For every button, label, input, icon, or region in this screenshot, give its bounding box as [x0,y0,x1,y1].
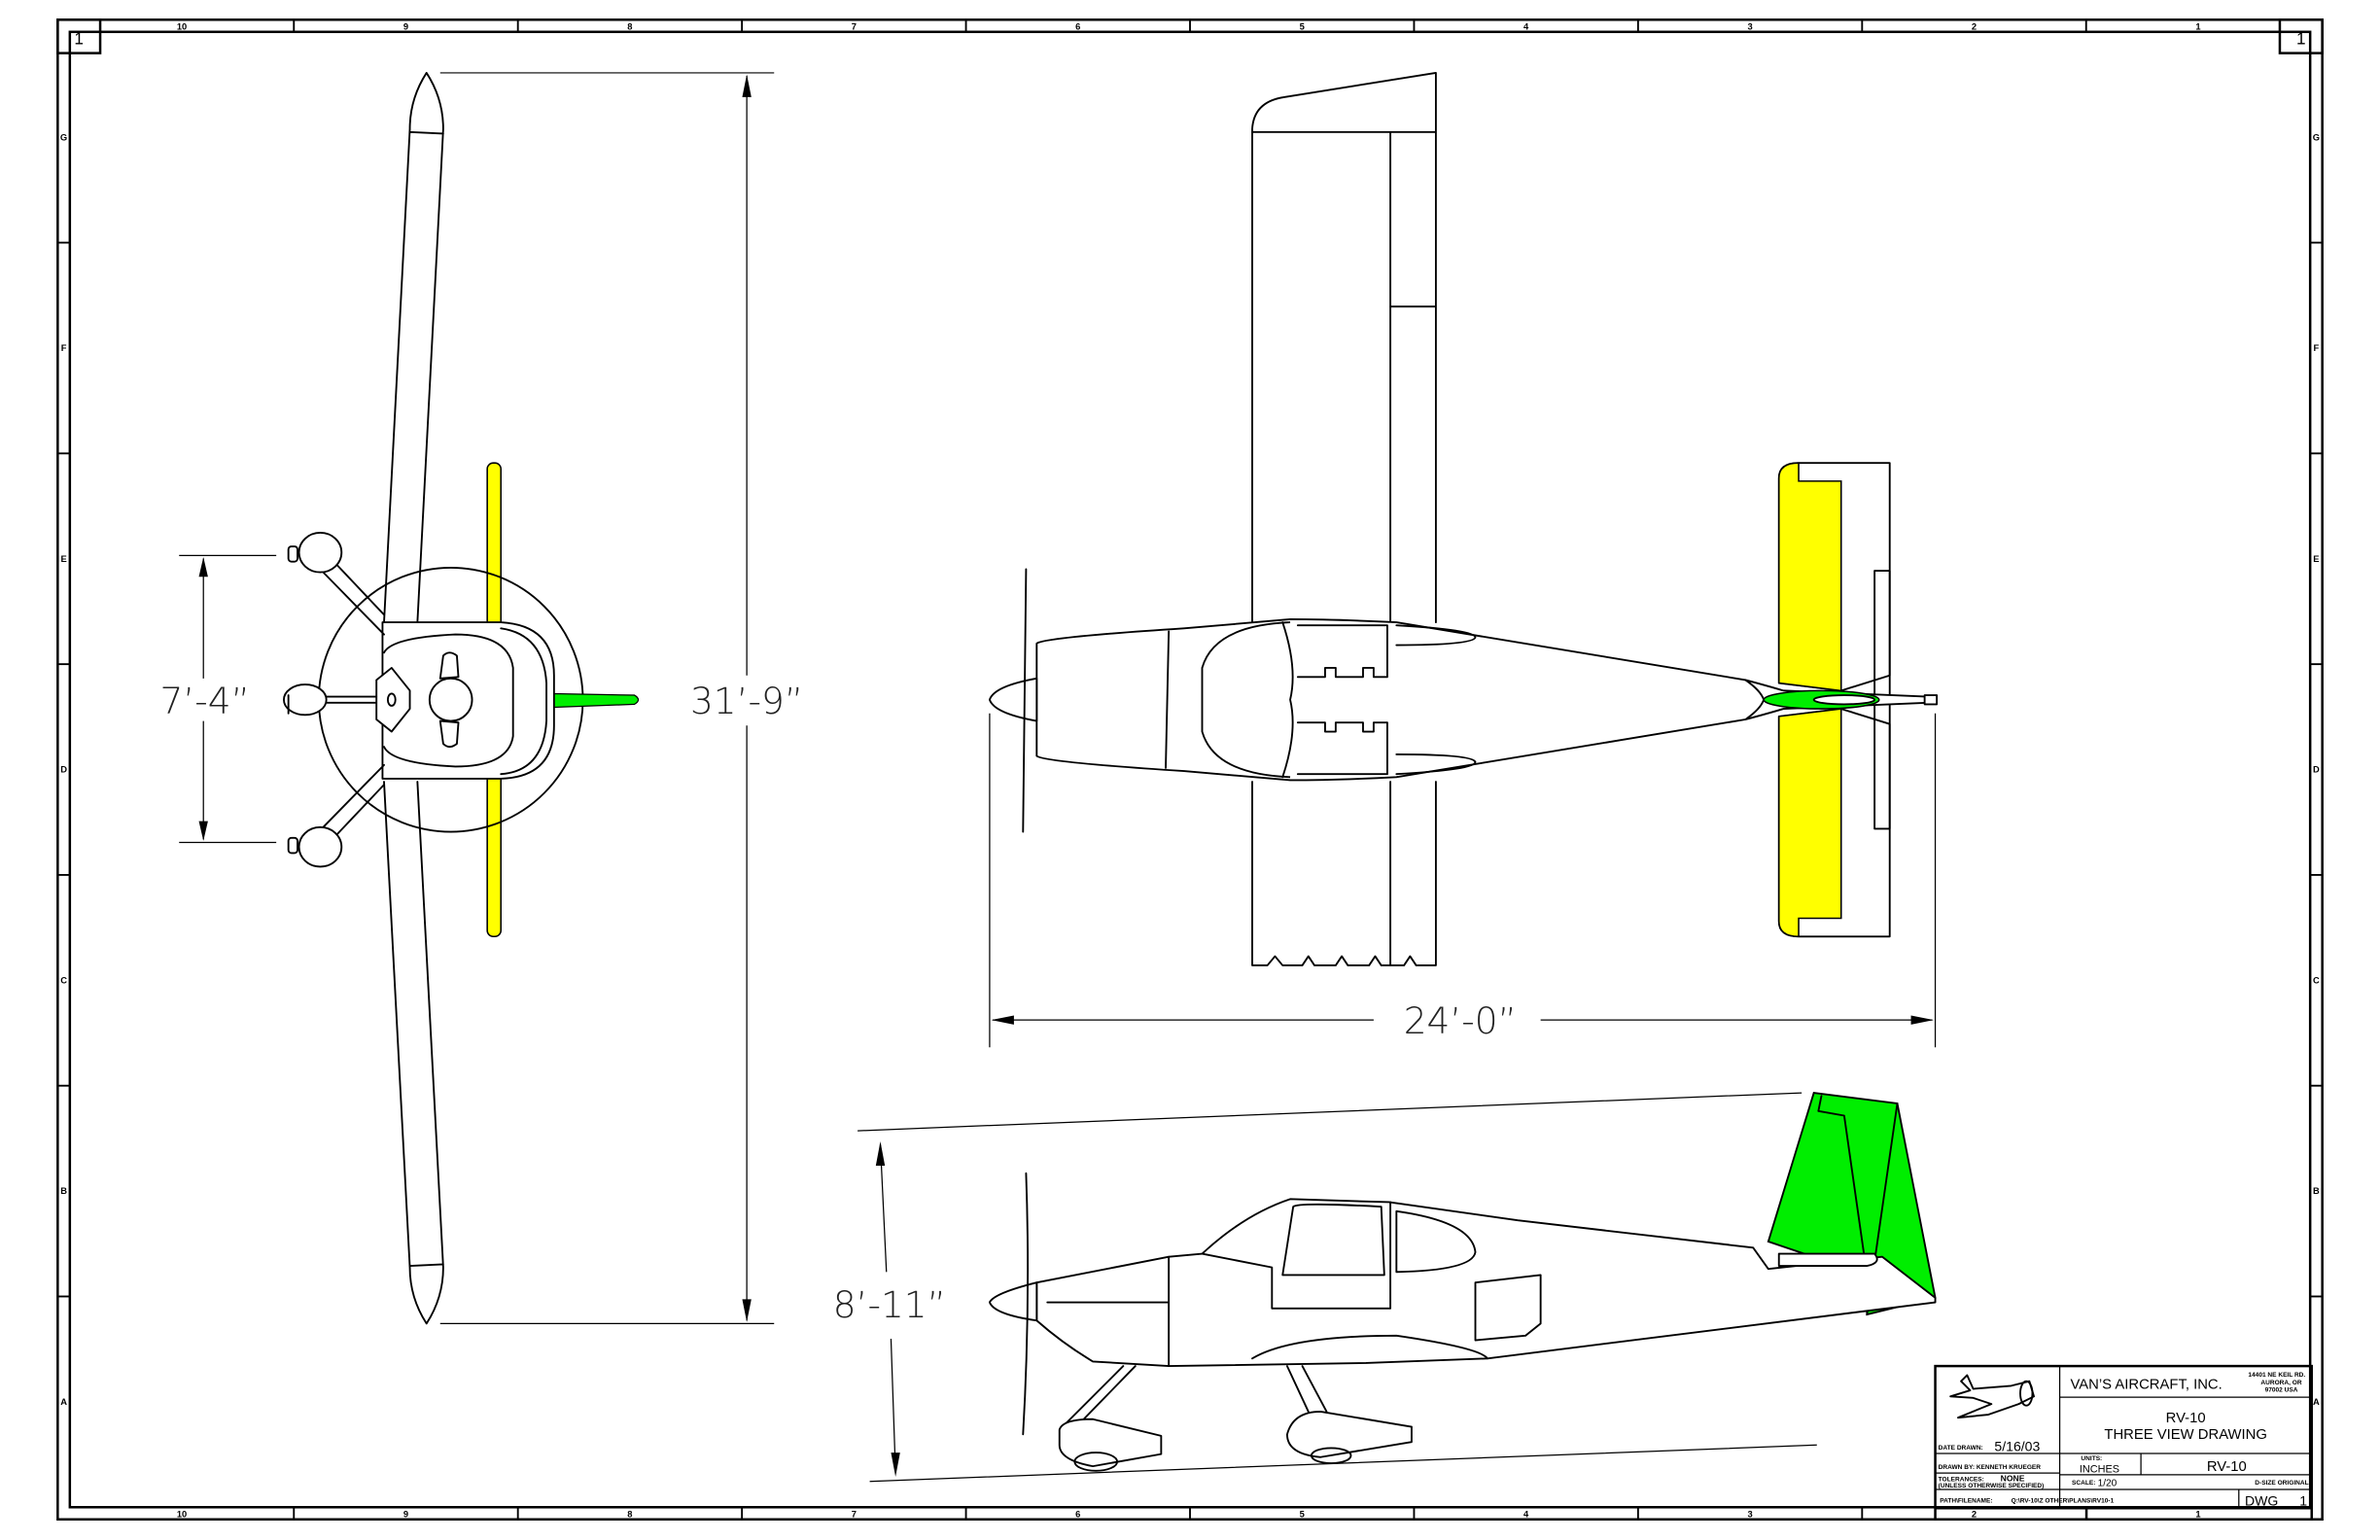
svg-text:DATE DRAWN:: DATE DRAWN: [1939,1445,1983,1452]
zone-column-label: 9 [403,21,408,31]
zone-row-label: E [2313,554,2319,564]
front-wing-lower [383,781,444,1325]
svg-text:D-SIZE ORIGINAL: D-SIZE ORIGINAL [2255,1480,2308,1487]
svg-text:UNITS:: UNITS: [2081,1455,2102,1462]
top-elevator-yellow [1777,462,1842,938]
units-value: INCHES [2080,1463,2119,1475]
zone-column-label: 8 [627,21,632,31]
model-name: RV-10 [2207,1459,2247,1475]
side-nose-gear [1061,1365,1137,1428]
top-view: 24’-0” [988,72,1939,1048]
zone-column-label: 4 [1523,21,1529,31]
top-spinner [988,677,1038,722]
side-main-gear [1285,1365,1328,1413]
zone-row-label: C [60,975,67,985]
length-dimension: 24’-0” [1404,999,1517,1042]
svg-text:97002 USA: 97002 USA [2265,1387,2298,1394]
top-propeller [1022,568,1028,833]
zone-column-label: 6 [1075,21,1080,31]
side-view: 8’-11” [833,1092,1937,1483]
svg-text:SCALE:: SCALE: [2072,1480,2095,1487]
zone-row-label: E [60,554,66,564]
zone-row-label: G [60,132,67,142]
side-propeller [1022,1172,1030,1436]
nose-wheel [283,683,328,717]
sheet-border: 1 1 10 10 9 9 8 8 7 7 6 6 5 5 4 4 3 3 2 2 1 1 G G F F E E D D C C B B A… [56,18,2324,1522]
zone-row-label: B [2313,1186,2320,1196]
zone-column-label: 9 [403,1509,408,1519]
svg-text:14401 NE KEIL RD.: 14401 NE KEIL RD. [2248,1372,2305,1379]
company-logo-airplane [1949,1374,2035,1419]
zone-column-label: 7 [852,1509,857,1519]
main-wheel-upper [298,532,343,574]
svg-text:AURORA, OR: AURORA, OR [2260,1380,2301,1386]
side-spinner [988,1281,1038,1322]
zone-column-label: 7 [852,21,857,31]
zone-column-label: 2 [1972,21,1977,31]
side-fuselage [1035,1198,1937,1368]
nose-gear-fork [375,666,411,733]
front-wing-upper [383,72,444,624]
wingspan-dimension: 31’-9” [690,680,803,722]
path-filename: Q:\RV-10\Z OTHER\PLANS\RV10-1 [2012,1498,2115,1505]
top-canopy [1201,621,1291,779]
zone-row-label: F [2314,343,2320,353]
zone-row-label: F [61,343,67,353]
drawn-by: DRAWN BY: KENNETH KRUEGER [1939,1464,2042,1471]
zone-column-label: 5 [1300,21,1305,31]
title-block: VAN’S AIRCRAFT, INC. 14401 NE KEIL RD. A… [1934,1364,2313,1522]
zone-row-label: G [2313,132,2320,142]
drawing-title: THREE VIEW DRAWING [2104,1427,2267,1443]
height-dimension: 8’-11” [833,1283,946,1326]
main-gear-strut-lower [314,763,385,842]
zone-column-label: 8 [627,1509,632,1519]
zone-row-label: C [2313,975,2320,985]
company-name: VAN’S AIRCRAFT, INC. [2070,1378,2222,1393]
zone-column-label: 1 [2195,21,2200,31]
zone-row-label: D [60,765,67,775]
date-drawn: 5/16/03 [1994,1439,2040,1454]
svg-text:NONE: NONE [2001,1474,2025,1484]
front-vertical-tail [553,692,640,709]
zone-column-label: 4 [1523,1509,1529,1519]
corner-label-left: 1 [74,28,84,48]
svg-text:(UNLESS OTHERWISE SPECIFIED): (UNLESS OTHERWISE SPECIFIED) [1939,1483,2045,1489]
zone-column-label: 10 [177,21,187,31]
drawing-title-model: RV-10 [2166,1411,2206,1426]
gear-track-dimension: 7’-4” [160,680,250,722]
svg-text:PATH\FILENAME:: PATH\FILENAME: [1940,1498,1992,1505]
zone-column-label: 5 [1300,1509,1305,1519]
svg-text:DWG: DWG [2245,1493,2278,1509]
zone-row-label: A [2313,1397,2320,1407]
dwg-number: 1 [2299,1493,2307,1509]
corner-label-right: 1 [2296,28,2306,48]
zone-row-label: B [60,1186,67,1196]
front-view: 7’-4” 31’-9” [160,72,803,1325]
scale-value: 1/20 [2098,1478,2118,1488]
top-wing-upper [1251,72,1437,624]
zone-column-label: 3 [1747,21,1752,31]
main-wheel-lower [298,825,343,868]
zone-row-label: D [2313,765,2320,775]
spinner [428,677,473,722]
main-gear-strut-upper [314,557,385,636]
zone-column-label: 2 [1972,1509,1977,1519]
zone-column-label: 3 [1747,1509,1752,1519]
zone-row-label: A [60,1397,67,1407]
zone-column-label: 1 [2195,1509,2200,1519]
zone-column-label: 10 [177,1509,187,1519]
zone-column-label: 6 [1075,1509,1080,1519]
svg-text:TOLERANCES:: TOLERANCES: [1939,1477,1984,1484]
top-wing-lower [1251,781,1437,966]
